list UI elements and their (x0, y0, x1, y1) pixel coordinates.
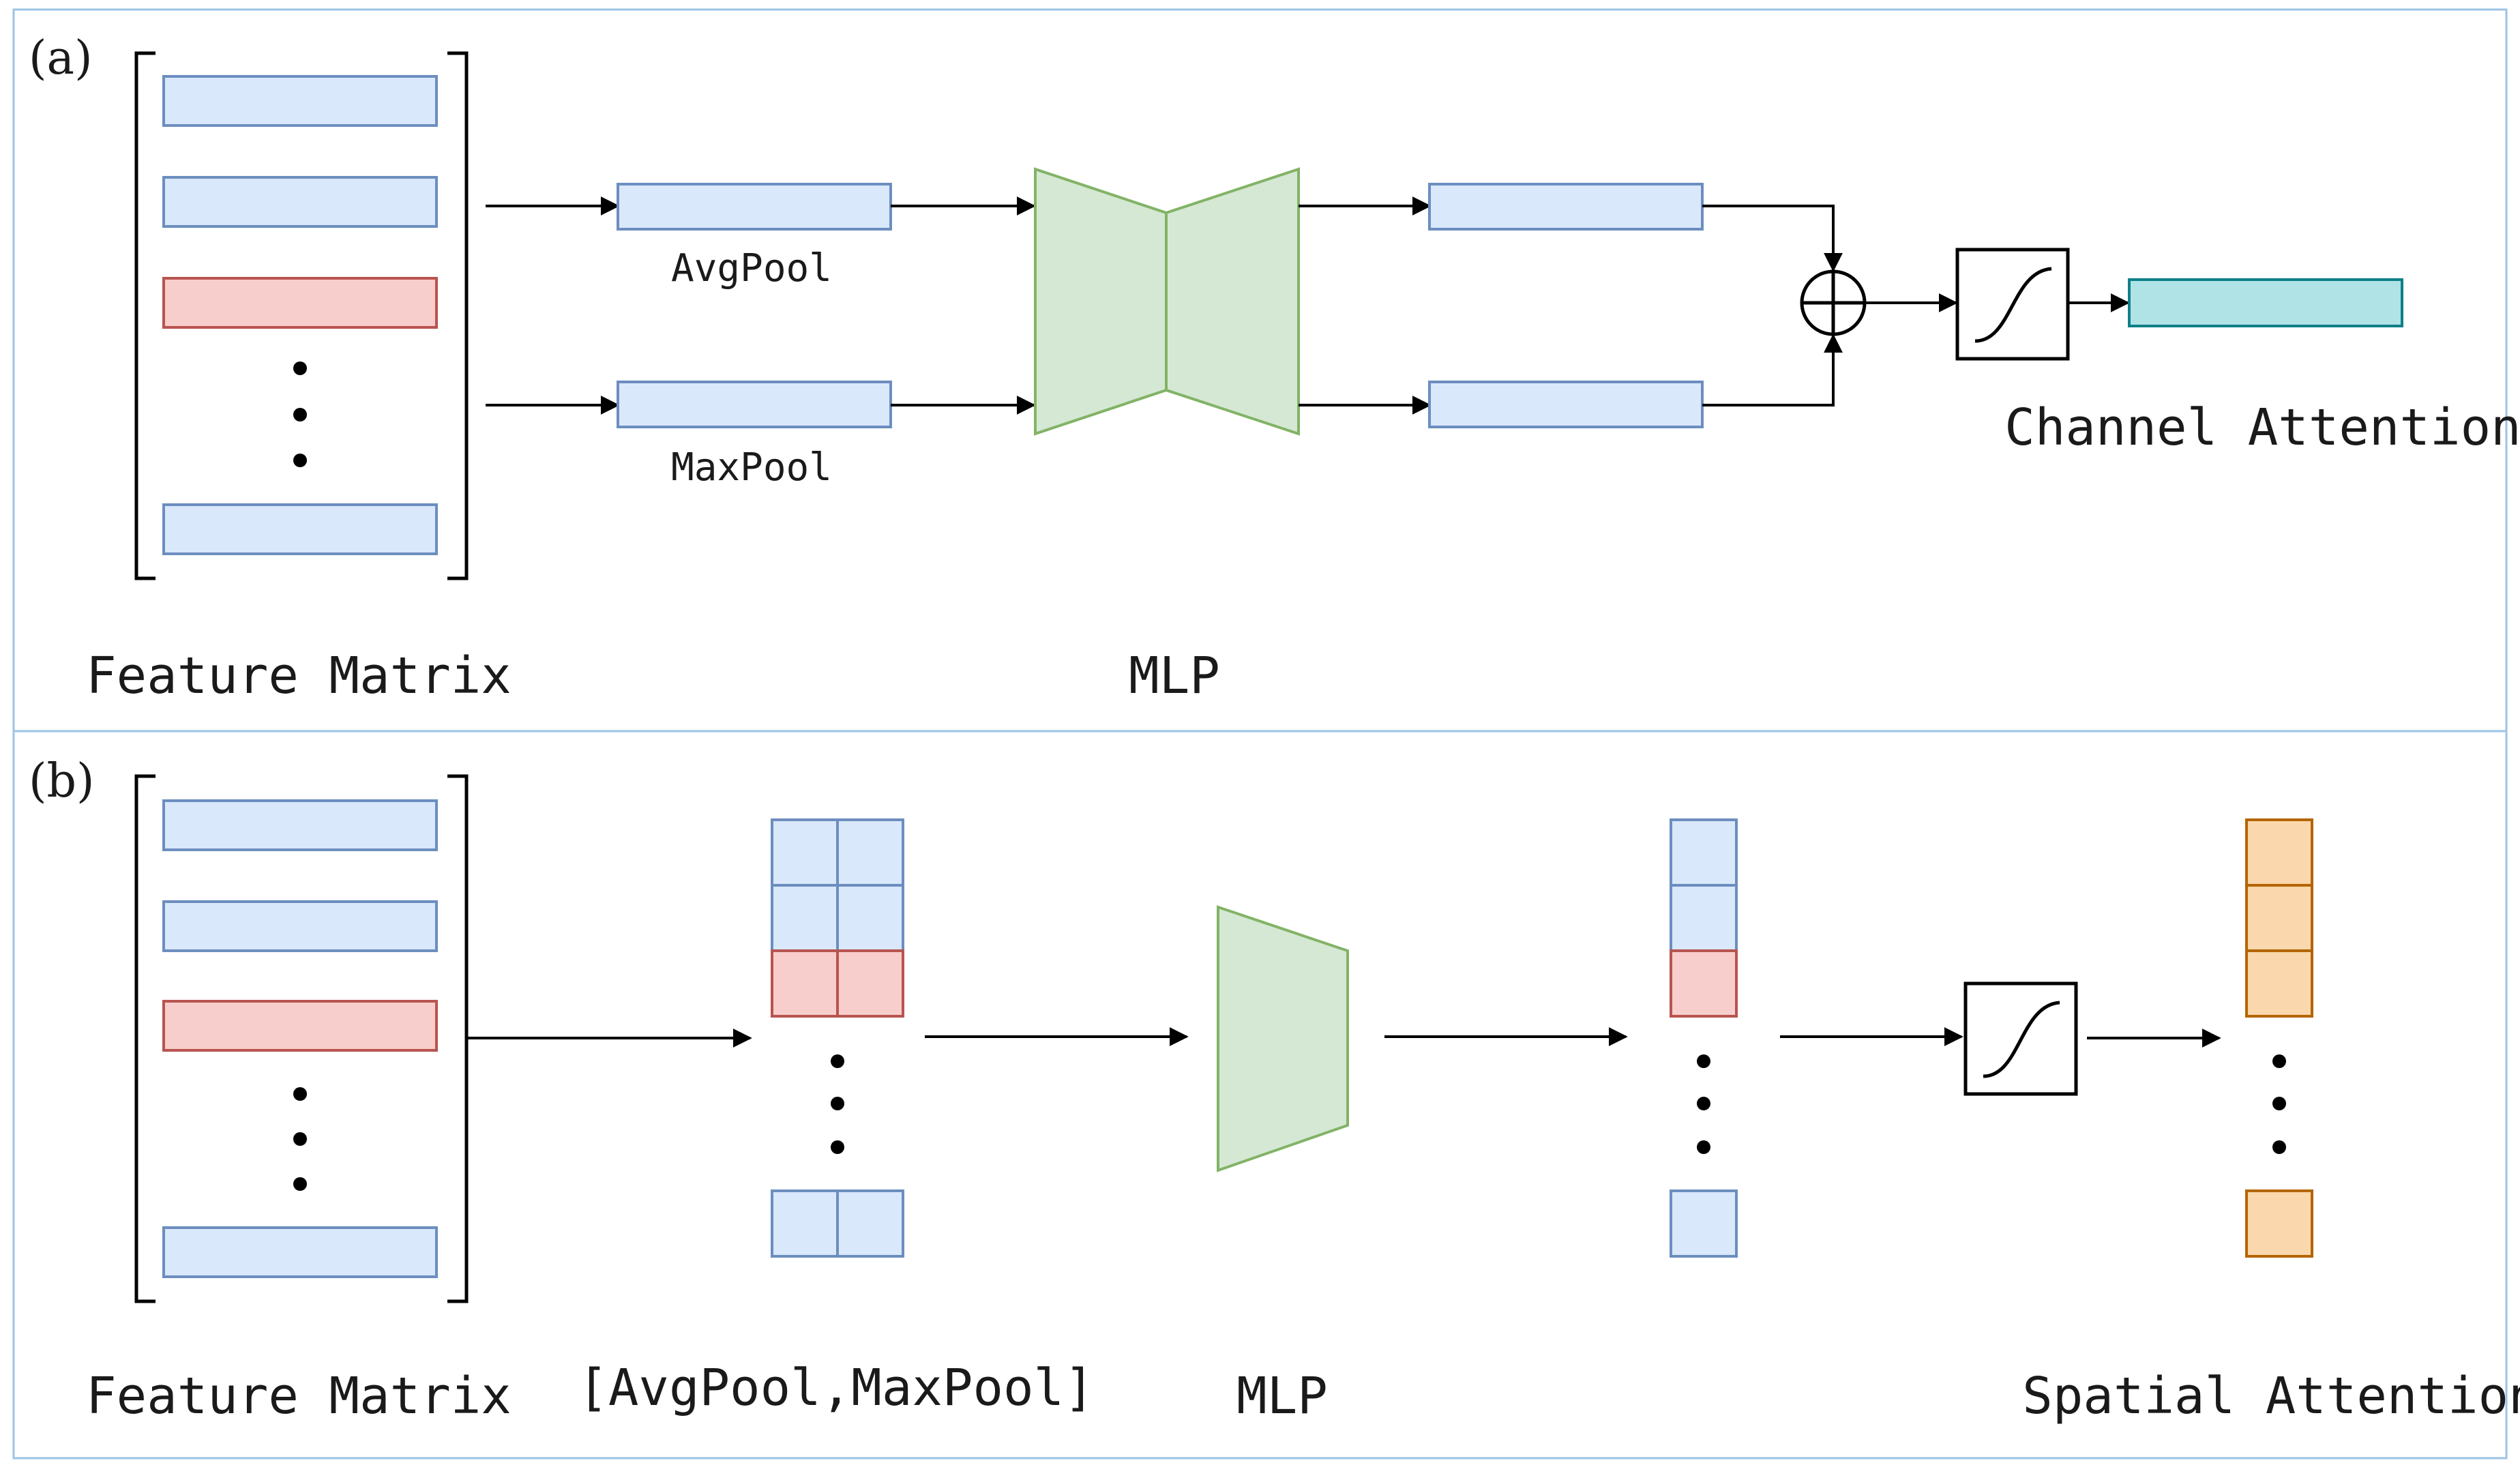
feature-row (162, 1226, 438, 1278)
mlp-out-column (1670, 818, 1738, 1258)
ellipsis-dot (293, 1132, 307, 1146)
avgpool-vector (617, 183, 892, 231)
sigmoid-icon (1963, 981, 2078, 1096)
mlp-b-label: MLP (1236, 1367, 1328, 1425)
ellipsis-dot (831, 1097, 844, 1110)
ellipsis-dot (293, 454, 307, 467)
maxpool-label: MaxPool (671, 445, 832, 490)
panel-a-tag: (a) (29, 31, 93, 85)
mlp-out-vector-top (1428, 183, 1704, 231)
arrow-bottom-to-sum (1702, 334, 1843, 406)
ellipsis-dot (293, 361, 307, 375)
ellipsis-dot (831, 1054, 844, 1068)
elementwise-sum-icon (1800, 269, 1867, 336)
channel-attention-label: Channel Attention (2004, 398, 2520, 457)
feature-matrix-a-label: Feature Matrix (86, 647, 512, 705)
feature-row-highlight (162, 1000, 438, 1052)
feature-row (162, 799, 438, 851)
channel-attention-vector (2128, 278, 2403, 327)
ellipsis-dot (2272, 1140, 2286, 1154)
sigmoid-icon (1955, 248, 2070, 361)
ellipsis-dot (2272, 1097, 2286, 1110)
arrow-top-to-sum (1702, 205, 1843, 272)
feature-row (162, 75, 438, 127)
ellipsis-dot (293, 408, 307, 421)
spatial-attention-column (2245, 818, 2313, 1258)
spatial-attention-label: Spatial Attention (2022, 1367, 2520, 1425)
panel-b-frame (12, 730, 2508, 1460)
ellipsis-dot (1697, 1140, 1710, 1154)
feature-row (162, 176, 438, 228)
ellipsis-dot (831, 1140, 844, 1154)
feature-row (162, 900, 438, 952)
feature-matrix-a (134, 51, 469, 580)
maxpool-vector (617, 381, 892, 428)
feature-row (162, 503, 438, 555)
mlp-a-label: MLP (1129, 647, 1220, 705)
feature-row-highlight (162, 277, 438, 329)
concat-pool-grid (771, 818, 904, 1258)
mlp-b (1217, 905, 1349, 1172)
feature-matrix-b (134, 774, 469, 1303)
ellipsis-dot (2272, 1054, 2286, 1068)
mlp-out-vector-bottom (1428, 381, 1704, 428)
avgpool-label: AvgPool (671, 246, 832, 291)
feature-matrix-b-label: Feature Matrix (86, 1367, 512, 1425)
ellipsis-dot (293, 1177, 307, 1191)
ellipsis-dot (1697, 1097, 1710, 1110)
mlp-a (1034, 167, 1300, 436)
panel-b-tag: (b) (29, 754, 95, 808)
concat-pool-label: [AvgPool,MaxPool] (578, 1359, 1094, 1417)
ellipsis-dot (293, 1087, 307, 1101)
ellipsis-dot (1697, 1054, 1710, 1068)
